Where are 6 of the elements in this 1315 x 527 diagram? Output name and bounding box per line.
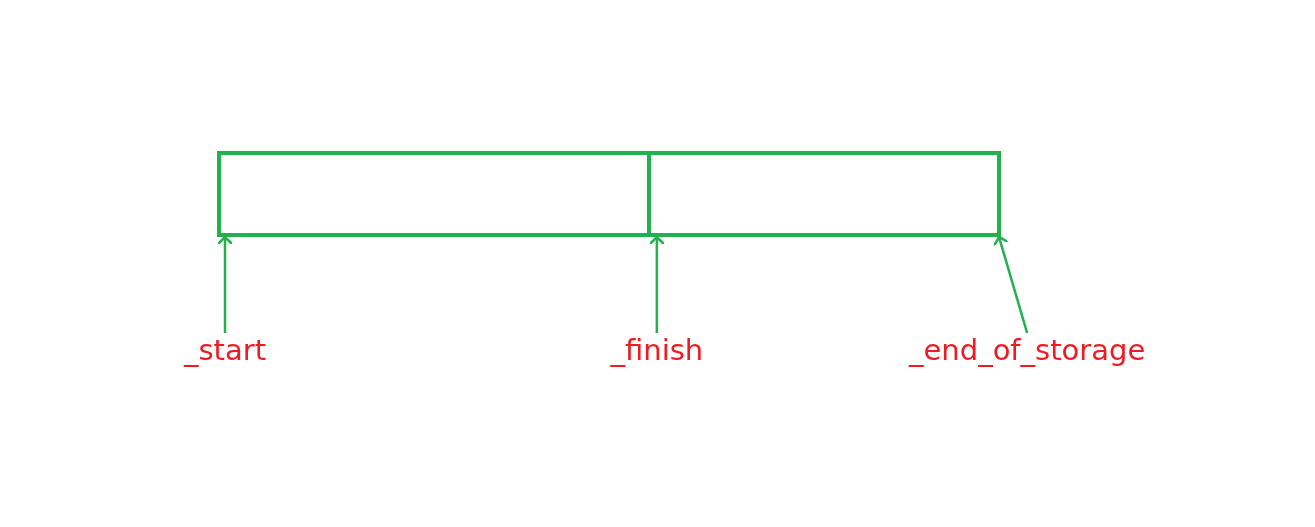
arrow bbox=[993, 235, 1029, 334]
pointer-label: _start bbox=[184, 333, 267, 367]
arrow bbox=[649, 235, 665, 333]
pointer-label: _end_of_storage bbox=[909, 333, 1146, 367]
arrow bbox=[217, 235, 233, 333]
pointer-label: _finish bbox=[610, 333, 704, 367]
